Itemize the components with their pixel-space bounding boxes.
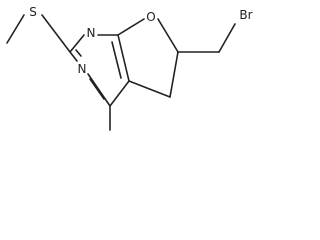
bond-c5-c4a (128, 80, 171, 98)
atom-label-bromine: Br (239, 8, 252, 22)
bond-c4a-c4 (109, 80, 130, 107)
bond-c7a-o (117, 18, 145, 36)
bond-ch2-br (218, 23, 236, 53)
bond-c7a-c4a-double (111, 41, 122, 79)
bond-methyl-s (6, 14, 25, 44)
atom-label-nitrogen-3: N (78, 62, 87, 76)
bond-c2-n1 (69, 34, 85, 53)
bond-c7a-c4a (117, 34, 130, 82)
molecule-structure-diagram: S N N O Br (6, 5, 253, 131)
bond-c4-n3-double (89, 78, 105, 100)
bond-c6-c5 (169, 51, 179, 98)
bond-o-c6 (157, 18, 179, 53)
atom-label-nitrogen-1: N (87, 26, 96, 40)
bond-s-c2 (41, 14, 71, 53)
atom-label-sulfur: S (29, 5, 37, 19)
bond-c4-n3 (87, 73, 111, 107)
atom-label-oxygen: O (146, 10, 155, 24)
bond-n3-c2 (69, 51, 78, 62)
bond-n3-c2-double (75, 49, 82, 57)
